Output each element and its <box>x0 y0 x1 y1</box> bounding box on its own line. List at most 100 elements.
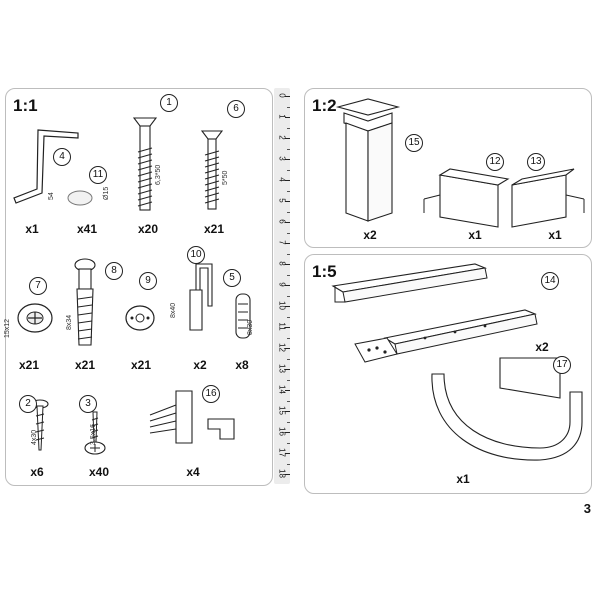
wood-screw-drawing <box>31 399 49 451</box>
callout-1: 1 <box>160 94 178 112</box>
ruler-tick <box>285 201 290 202</box>
ruler-tick <box>285 411 290 412</box>
qty-4: x1 <box>25 222 39 236</box>
dim-2: 4x30 <box>31 429 38 445</box>
callout-3: 3 <box>79 395 97 413</box>
dim-7: 15x12 <box>4 318 11 338</box>
callout-6: 6 <box>227 100 245 118</box>
qty-9: x21 <box>130 358 152 372</box>
fasteners-scale-label: 1:1 <box>13 96 38 115</box>
dim-4: 54 <box>48 192 55 200</box>
ruler-tick <box>285 117 290 118</box>
right-bracket-drawing <box>511 168 585 228</box>
small-screw-drawing <box>84 411 106 455</box>
ruler-tick <box>287 358 290 360</box>
callout-4: 4 <box>53 148 71 166</box>
ruler-tick <box>285 369 290 370</box>
callout-14: 14 <box>541 272 559 290</box>
ruler-tick <box>287 442 290 444</box>
ruler-tick <box>287 127 290 129</box>
dim-1: 6,3*50 <box>155 164 162 185</box>
callout-2: 2 <box>19 395 37 413</box>
ruler-tick <box>285 453 290 454</box>
dim-6: 5*50 <box>222 170 229 185</box>
ruler-tick <box>287 463 290 465</box>
ruler-tick <box>285 159 290 160</box>
ruler-tick <box>287 337 290 339</box>
allen-key-drawing <box>13 129 79 204</box>
page-number: 3 <box>583 501 591 516</box>
callout-16: 16 <box>202 385 220 403</box>
hook-drawing <box>189 263 213 331</box>
ruler-tick <box>285 348 290 349</box>
cam-lock-drawing <box>17 303 53 333</box>
callout-9: 9 <box>139 272 157 290</box>
qty-13: x1 <box>548 228 562 242</box>
callout-10: 10 <box>187 246 205 264</box>
ruler-tick <box>287 148 290 150</box>
ruler-tick <box>285 243 290 244</box>
ruler-tick <box>287 421 290 423</box>
ruler-tick <box>287 232 290 234</box>
qty-2: x6 <box>30 465 44 479</box>
dim-8: 8x34 <box>66 314 73 330</box>
confirmat-screw-drawing <box>132 117 158 211</box>
ruler-tick <box>287 169 290 171</box>
qty-10: x2 <box>193 358 207 372</box>
screw-drawing <box>200 130 224 210</box>
callout-17: 17 <box>553 356 571 374</box>
ruler-tick <box>285 264 290 265</box>
ruler-tick <box>285 285 290 286</box>
shelf-clip-drawing <box>149 390 235 444</box>
ruler-tick <box>285 96 290 97</box>
ruler-tick <box>287 211 290 213</box>
callout-11: 11 <box>89 166 107 184</box>
ruler-tick <box>285 327 290 328</box>
drawer-slides-drawing <box>331 263 538 363</box>
callout-7: 7 <box>29 277 47 295</box>
cover-cap-drawing <box>67 190 93 206</box>
callout-13: 13 <box>527 153 545 171</box>
ruler-tick <box>285 474 290 475</box>
ruler-tick <box>287 106 290 108</box>
qty-11: x41 <box>76 222 98 236</box>
callout-15: 15 <box>405 134 423 152</box>
ruler-tick <box>287 253 290 255</box>
slides-scale-label: 1:5 <box>312 262 337 281</box>
callout-5: 5 <box>223 269 241 287</box>
qty-14: x2 <box>535 340 549 354</box>
ruler-tick <box>285 432 290 433</box>
ruler-tick <box>285 222 290 223</box>
dim-3: 3,5x16 <box>90 423 97 445</box>
qty-12: x1 <box>468 228 482 242</box>
qty-17: x1 <box>456 472 470 486</box>
mounting-plate-drawing <box>125 305 155 331</box>
dim-5: 8x30 <box>247 319 254 335</box>
qty-5: x8 <box>235 358 249 372</box>
ruler-tick <box>285 390 290 391</box>
legs-scale-label: 1:2 <box>312 96 337 115</box>
furniture-leg-drawing <box>335 98 401 222</box>
drawer-tray-drawing <box>431 357 583 461</box>
qty-15: x2 <box>363 228 377 242</box>
ruler-tick <box>285 306 290 307</box>
dim-10: 8x40 <box>170 302 177 318</box>
qty-3: x40 <box>88 465 110 479</box>
cam-bolt-drawing <box>74 258 96 346</box>
callout-8: 8 <box>105 262 123 280</box>
ruler-tick <box>285 180 290 181</box>
qty-8: x21 <box>74 358 96 372</box>
ruler-tick <box>287 274 290 276</box>
dowel-drawing <box>235 293 251 339</box>
left-bracket-drawing <box>423 168 510 228</box>
qty-16: x4 <box>186 465 200 479</box>
ruler-tick <box>287 190 290 192</box>
dim-11: Ø15 <box>103 186 110 200</box>
ruler-tick <box>287 316 290 318</box>
ruler-tick <box>287 295 290 297</box>
ruler-tick <box>285 138 290 139</box>
qty-7: x21 <box>18 358 40 372</box>
qty-1: x20 <box>137 222 159 236</box>
callout-12: 12 <box>486 153 504 171</box>
